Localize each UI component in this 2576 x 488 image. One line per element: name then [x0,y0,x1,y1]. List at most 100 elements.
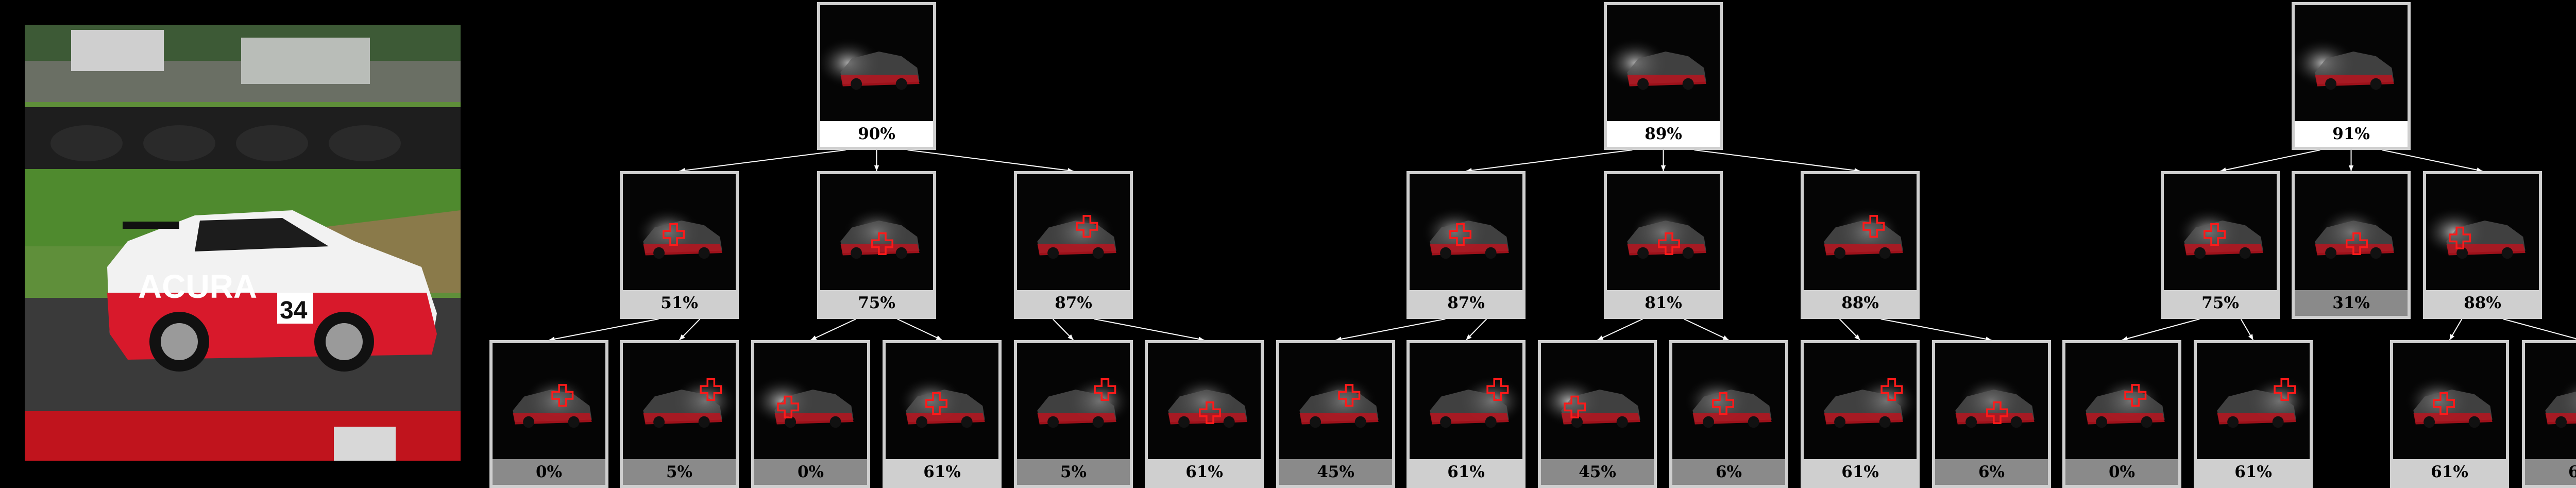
confidence-label: 51% [623,290,736,316]
tree-edge [680,150,846,171]
masked-car-thumbnail [886,343,998,459]
node-thumbnail [1607,5,1720,121]
tree-node: 6% [2522,340,2576,488]
tree-edge [2221,150,2320,171]
masked-car-thumbnail [1804,343,1917,459]
tree-node: 81% [1604,171,1723,319]
node-thumbnail [2295,5,2408,121]
confidence-label: 0% [754,459,867,485]
masked-car-thumbnail [1804,174,1917,290]
node-thumbnail [2295,174,2408,290]
tree-node: 5% [620,340,739,488]
confidence-label: 6% [1672,459,1785,485]
tree-node: 61% [1145,340,1264,488]
masked-car-thumbnail [1541,343,1654,459]
masked-car-thumbnail [2065,343,2178,459]
node-thumbnail [1607,174,1720,290]
tree-node: 88% [1801,171,1920,319]
confidence-label: 45% [1541,459,1654,485]
confidence-label: 6% [2525,459,2576,485]
masked-car-thumbnail [2525,343,2576,459]
node-thumbnail [1541,343,1654,459]
node-thumbnail [1410,174,1522,290]
tree-edge [2382,150,2483,171]
tree-edge [811,319,856,340]
tree-node: 75% [817,171,936,319]
confidence-label: 61% [1804,459,1917,485]
node-thumbnail [2197,343,2310,459]
node-thumbnail [2426,174,2539,290]
node-thumbnail [754,343,867,459]
masked-car-thumbnail [623,174,736,290]
confidence-label: 61% [1148,459,1261,485]
confidence-label: 61% [886,459,998,485]
masked-car-thumbnail [1935,343,2048,459]
tree-node: 6% [1669,340,1788,488]
tree-root-node: 89% [1604,2,1723,150]
tree-edge [549,319,659,340]
tree-edge [1336,319,1446,340]
tree-edge [1094,319,1205,340]
node-thumbnail [820,174,933,290]
tree-edge [2122,319,2200,340]
node-thumbnail [2393,343,2506,459]
confidence-label: 88% [2426,290,2539,316]
tree-node: 0% [751,340,870,488]
node-thumbnail [1017,343,1130,459]
tree-node: 87% [1406,171,1526,319]
node-thumbnail [493,343,605,459]
tree-edge [1466,150,1633,171]
node-thumbnail [623,343,736,459]
tree-edge [897,319,942,340]
masked-car-thumbnail [1017,343,1130,459]
tree-node: 0% [489,340,608,488]
masked-car-thumbnail [1017,174,1130,290]
confidence-label: 75% [2164,290,2277,316]
tree-edge [1694,150,1860,171]
node-thumbnail [2525,343,2576,459]
node-thumbnail [1279,343,1392,459]
confidence-label: 0% [493,459,605,485]
masked-car-thumbnail [623,343,736,459]
edge-arrowhead [1661,165,1666,171]
confidence-label: 89% [1607,121,1720,147]
masked-car-thumbnail [493,343,605,459]
node-thumbnail [623,174,736,290]
masked-car-thumbnail [2295,5,2408,121]
tree-node: 31% [2292,171,2411,319]
confidence-label: 31% [2295,290,2408,316]
node-thumbnail [820,5,933,121]
confidence-label: 91% [2295,121,2408,147]
masked-car-thumbnail [1410,343,1522,459]
masked-car-thumbnail [1410,174,1522,290]
tree-edge [1598,319,1643,340]
tree-node: 45% [1276,340,1395,488]
node-thumbnail [2065,343,2178,459]
tree-node: 61% [2194,340,2313,488]
tree-node: 87% [1014,171,1133,319]
tree-node: 5% [1014,340,1133,488]
tree-node: 75% [2161,171,2280,319]
confidence-label: 87% [1410,290,1522,316]
tree-node: 61% [2390,340,2509,488]
tree-edge [1684,319,1729,340]
node-thumbnail [1935,343,2048,459]
tree-node: 88% [2423,171,2542,319]
edge-arrowhead [874,165,879,171]
masked-car-thumbnail [2393,343,2506,459]
tree-node: 0% [2062,340,2181,488]
confidence-label: 45% [1279,459,1392,485]
node-thumbnail [886,343,998,459]
masked-car-thumbnail [820,5,933,121]
masked-car-thumbnail [1279,343,1392,459]
confidence-label: 90% [820,121,933,147]
masked-car-thumbnail [2295,174,2408,290]
confidence-label: 0% [2065,459,2178,485]
confidence-label: 88% [1804,290,1917,316]
tree-node: 45% [1538,340,1657,488]
tree-node: 61% [1801,340,1920,488]
edge-arrowhead [2349,165,2353,171]
tree-root-node: 90% [817,2,936,150]
node-thumbnail [1017,174,1130,290]
masked-car-thumbnail [1148,343,1261,459]
